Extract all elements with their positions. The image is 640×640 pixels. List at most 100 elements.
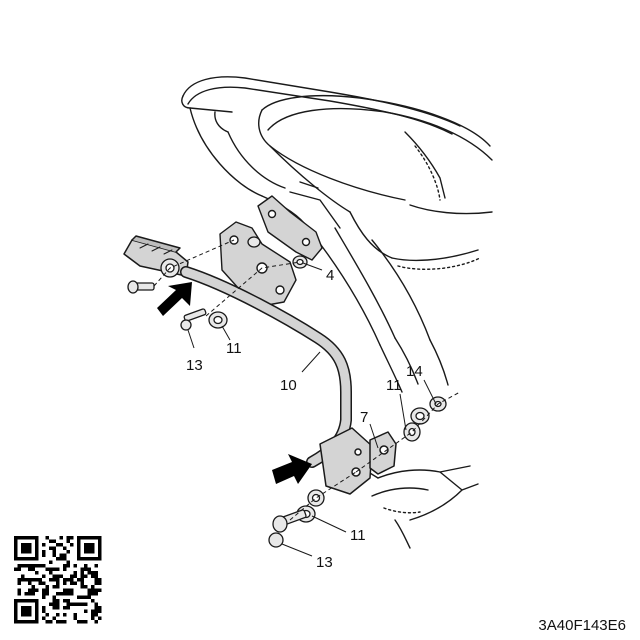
qr-module (45, 592, 49, 596)
qr-module (28, 536, 32, 540)
qr-module (42, 595, 46, 599)
qr-module (63, 553, 67, 557)
qr-module (28, 606, 32, 610)
qr-module (56, 567, 60, 571)
qr-module (45, 620, 49, 624)
qr-module (80, 536, 84, 540)
qr-module (52, 567, 56, 571)
qr-module (66, 536, 70, 540)
qr-module (56, 585, 60, 589)
qr-module (45, 585, 49, 589)
qr-module (59, 557, 63, 561)
qr-module (63, 613, 67, 617)
qr-module (56, 602, 60, 606)
callout-13-lower: 13 (316, 554, 333, 571)
qr-module (91, 543, 95, 547)
qr-module (91, 550, 95, 554)
qr-module (77, 543, 81, 547)
qr-module (98, 581, 102, 585)
qr-module (14, 613, 18, 617)
callout-7: 7 (360, 409, 368, 426)
qr-module (84, 620, 88, 624)
qr-module (45, 613, 49, 617)
qr-module (52, 606, 56, 610)
qr-module (63, 588, 67, 592)
qr-module (35, 543, 39, 547)
qr-module (77, 553, 81, 557)
qr-module (56, 606, 60, 610)
qr-module (98, 546, 102, 550)
qr-module (59, 553, 63, 557)
qr-module (21, 546, 25, 550)
qr-module (14, 616, 18, 620)
qr-module (63, 606, 67, 610)
qr-module (84, 543, 88, 547)
qr-module (73, 571, 77, 575)
qr-module (59, 620, 63, 624)
qr-module (70, 578, 74, 582)
qr-module (66, 602, 70, 606)
qr-module (52, 595, 56, 599)
qr-module (35, 613, 39, 617)
qr-module (38, 578, 42, 582)
qr-module (73, 581, 77, 585)
qr-module (35, 602, 39, 606)
qr-module (35, 599, 39, 603)
qr-module (35, 578, 39, 582)
assembly-guide-lines (153, 239, 461, 521)
callout-11-lower: 11 (350, 527, 366, 544)
qr-module (87, 546, 91, 550)
qr-module (56, 557, 60, 561)
qr-module (91, 592, 95, 596)
qr-module (94, 588, 98, 592)
qr-module (35, 536, 39, 540)
qr-module (80, 585, 84, 589)
qr-module (98, 543, 102, 547)
qr-module (31, 588, 35, 592)
qr-module (87, 595, 91, 599)
qr-module (98, 553, 102, 557)
qr-module (28, 592, 32, 596)
qr-module (38, 581, 42, 585)
image-reference-code: 3A40F143E6 (538, 617, 626, 634)
qr-module (80, 581, 84, 585)
qr-module (80, 578, 84, 582)
qr-module (14, 553, 18, 557)
qr-module (14, 557, 18, 561)
qr-module (31, 585, 35, 589)
qr-module (31, 536, 35, 540)
upper-mounting-plate (219, 221, 297, 307)
qr-module (80, 571, 84, 575)
callout-10: 10 (280, 377, 297, 394)
qr-module (28, 588, 32, 592)
qr-module (42, 553, 46, 557)
qr-module (52, 578, 56, 582)
qr-module (56, 574, 60, 578)
callout-13-upper: 13 (186, 357, 203, 374)
qr-module (87, 550, 91, 554)
qr-module (17, 592, 21, 596)
qr-module (28, 578, 32, 582)
qr-module (80, 620, 84, 624)
qr-module (14, 550, 18, 554)
qr-module (84, 595, 88, 599)
qr-module (63, 620, 67, 624)
qr-module (87, 557, 91, 561)
qr-module (21, 574, 25, 578)
qr-module (66, 606, 70, 610)
qr-module (49, 546, 53, 550)
qr-module (77, 557, 81, 561)
motorcycle-rear-section (181, 76, 493, 549)
qr-module (35, 616, 39, 620)
qr-module (63, 578, 67, 582)
callout-4: 4 (326, 267, 334, 284)
qr-module (56, 592, 60, 596)
qr-module (42, 609, 46, 613)
qr-module (98, 609, 102, 613)
qr-module (84, 546, 88, 550)
qr-module (31, 557, 35, 561)
qr-module (52, 550, 56, 554)
qr-module (42, 543, 46, 547)
qr-module (52, 585, 56, 589)
qr-module (31, 599, 35, 603)
